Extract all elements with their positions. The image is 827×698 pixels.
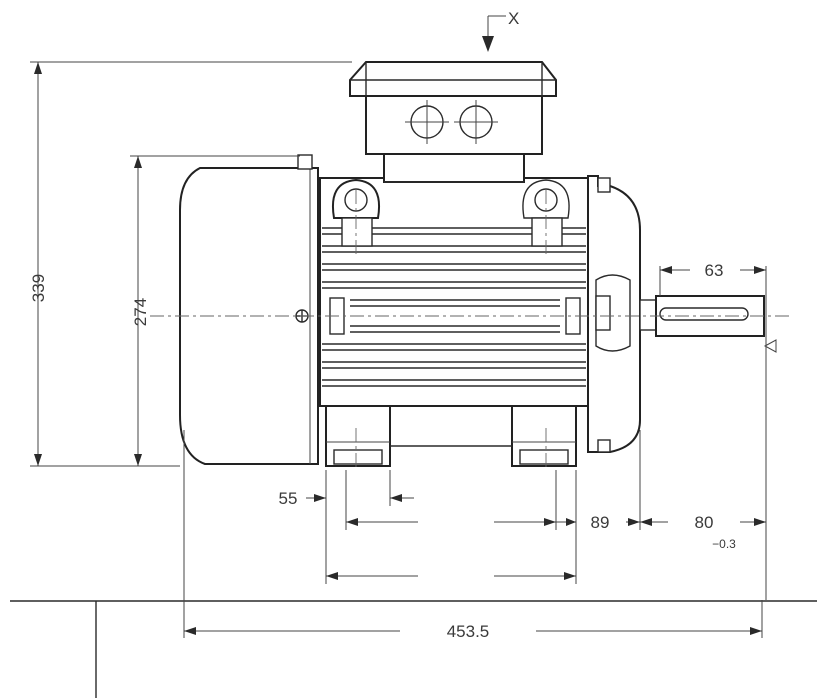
ground-lines — [10, 600, 817, 698]
shaft — [655, 295, 777, 353]
feet — [325, 405, 577, 467]
dim-shaft-length: 63 — [705, 261, 724, 280]
terminal-box — [349, 61, 557, 183]
section-marker-label: X — [508, 9, 519, 28]
center-lines — [150, 190, 790, 470]
dim-shaft-center-height: 274 — [131, 298, 150, 326]
dim-shaft-extension: 80 — [695, 513, 714, 532]
dim-foot-width: 55 — [279, 489, 298, 508]
dim-overall-height: 339 — [29, 274, 48, 302]
dimension-labels: X 339 274 63 55 89 80 −0.3 453.5 — [29, 9, 736, 641]
drive-end-shield — [587, 175, 659, 453]
dimension-lines — [30, 15, 767, 638]
dim-overall-length: 453.5 — [447, 622, 490, 641]
fan-cover — [179, 154, 319, 465]
dim-foot-spacing: 89 — [591, 513, 610, 532]
dim-shaft-extension-tolerance: −0.3 — [712, 537, 736, 551]
